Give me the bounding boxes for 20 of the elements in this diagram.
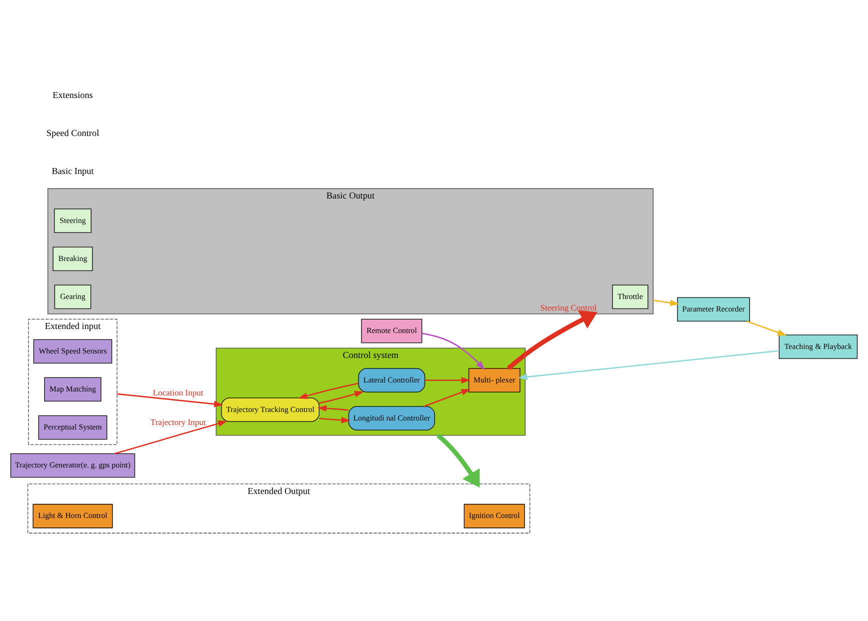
label: Basic Input [52,165,94,176]
arrow [319,416,351,423]
label: Extensions [52,89,93,100]
arrow [116,392,224,407]
arrow [653,299,680,306]
arrow [298,382,359,398]
edge-label: Steering Control [540,302,597,312]
arrow [424,376,471,383]
arrow [424,388,470,407]
arrow [518,350,780,380]
arrow [114,420,228,454]
arrow [317,404,349,412]
arrow [506,310,598,370]
arrow [319,390,364,404]
arrow [436,433,480,488]
arrow [422,332,485,370]
edge-label: Location Input [152,387,204,398]
label: Speed Control [46,127,100,138]
arrow [746,320,787,336]
edge-label: Trajectory Input [150,416,206,427]
